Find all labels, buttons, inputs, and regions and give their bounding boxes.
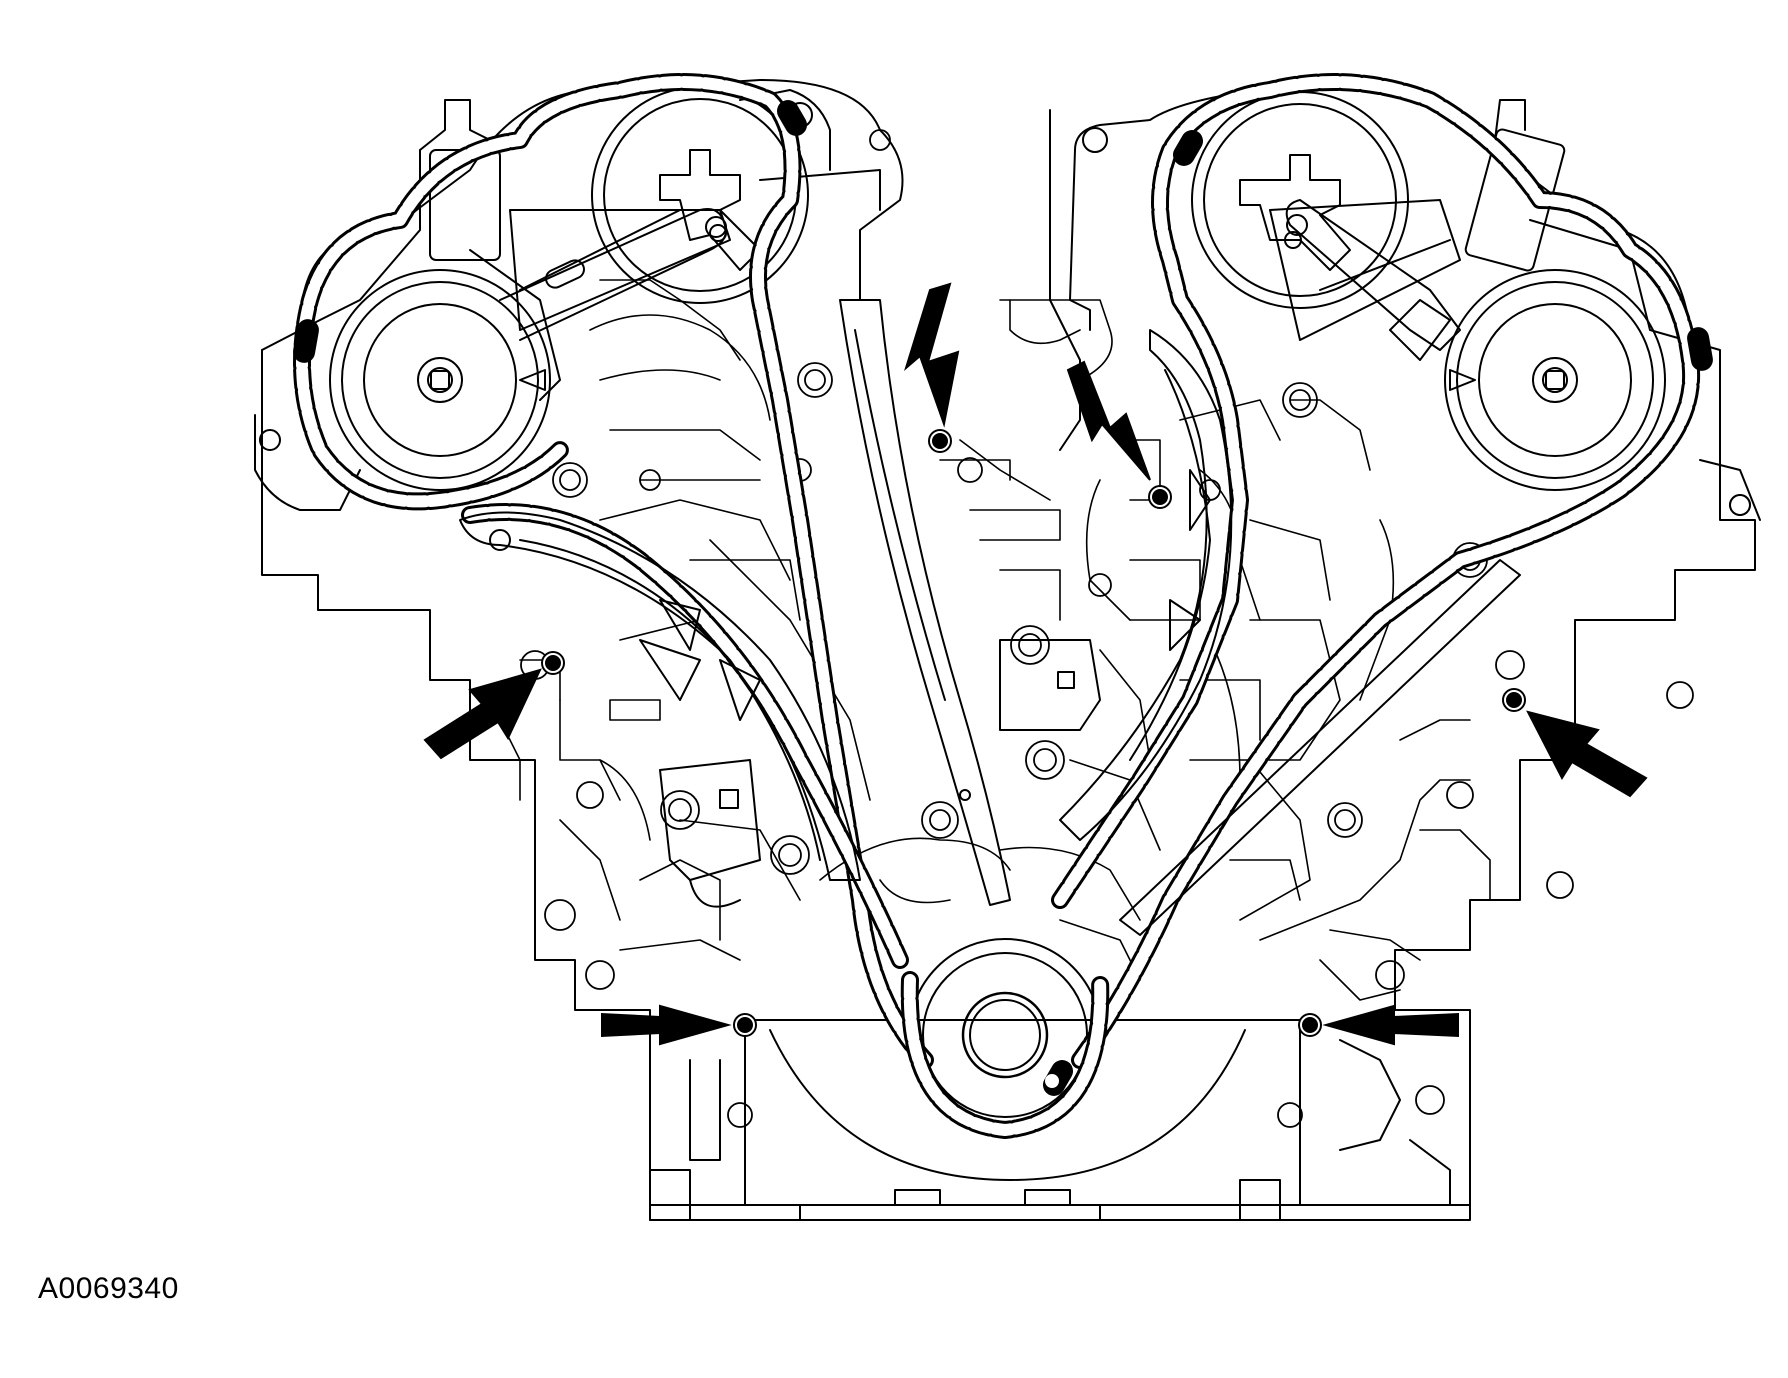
crank-chain-wrap bbox=[900, 971, 1110, 1139]
arrow-right-lower-cover-bolt bbox=[1322, 1004, 1459, 1046]
left-chain-tensioner bbox=[659, 759, 761, 908]
left-vct-actuator bbox=[499, 208, 727, 341]
right-vct-actuator bbox=[1285, 199, 1461, 361]
right-chain-tensioner-arm bbox=[1059, 329, 1233, 841]
center-chain-guide bbox=[839, 299, 1011, 906]
left-exhaust-cam-sprocket bbox=[329, 269, 551, 491]
right-fixed-guide bbox=[1119, 559, 1521, 936]
highlighted-bolts bbox=[541, 429, 1526, 1037]
right-timing-chain bbox=[1051, 73, 1701, 1069]
arrow-left-upper-guide-bolt bbox=[423, 668, 542, 760]
arrow-center-right-guide-bolt bbox=[1066, 360, 1151, 481]
arrow-left-lower-cover-bolt bbox=[601, 1004, 732, 1046]
arrow-right-upper-guide-bolt bbox=[1526, 710, 1648, 798]
callout-arrows bbox=[423, 282, 1648, 1046]
engine-block-outline bbox=[261, 149, 1756, 1221]
crank-key-mark bbox=[1045, 1074, 1059, 1088]
timing-mark-links bbox=[293, 100, 1713, 1096]
right-exhaust-cam-sprocket bbox=[1444, 269, 1666, 491]
right-chain-tensioner bbox=[999, 639, 1101, 731]
figure-id-label: A0069340 bbox=[38, 1272, 179, 1305]
left-chain-tensioner-arm bbox=[459, 511, 861, 881]
block-internal-structure bbox=[499, 279, 1491, 1001]
arrow-center-guide-bolt bbox=[904, 282, 960, 428]
